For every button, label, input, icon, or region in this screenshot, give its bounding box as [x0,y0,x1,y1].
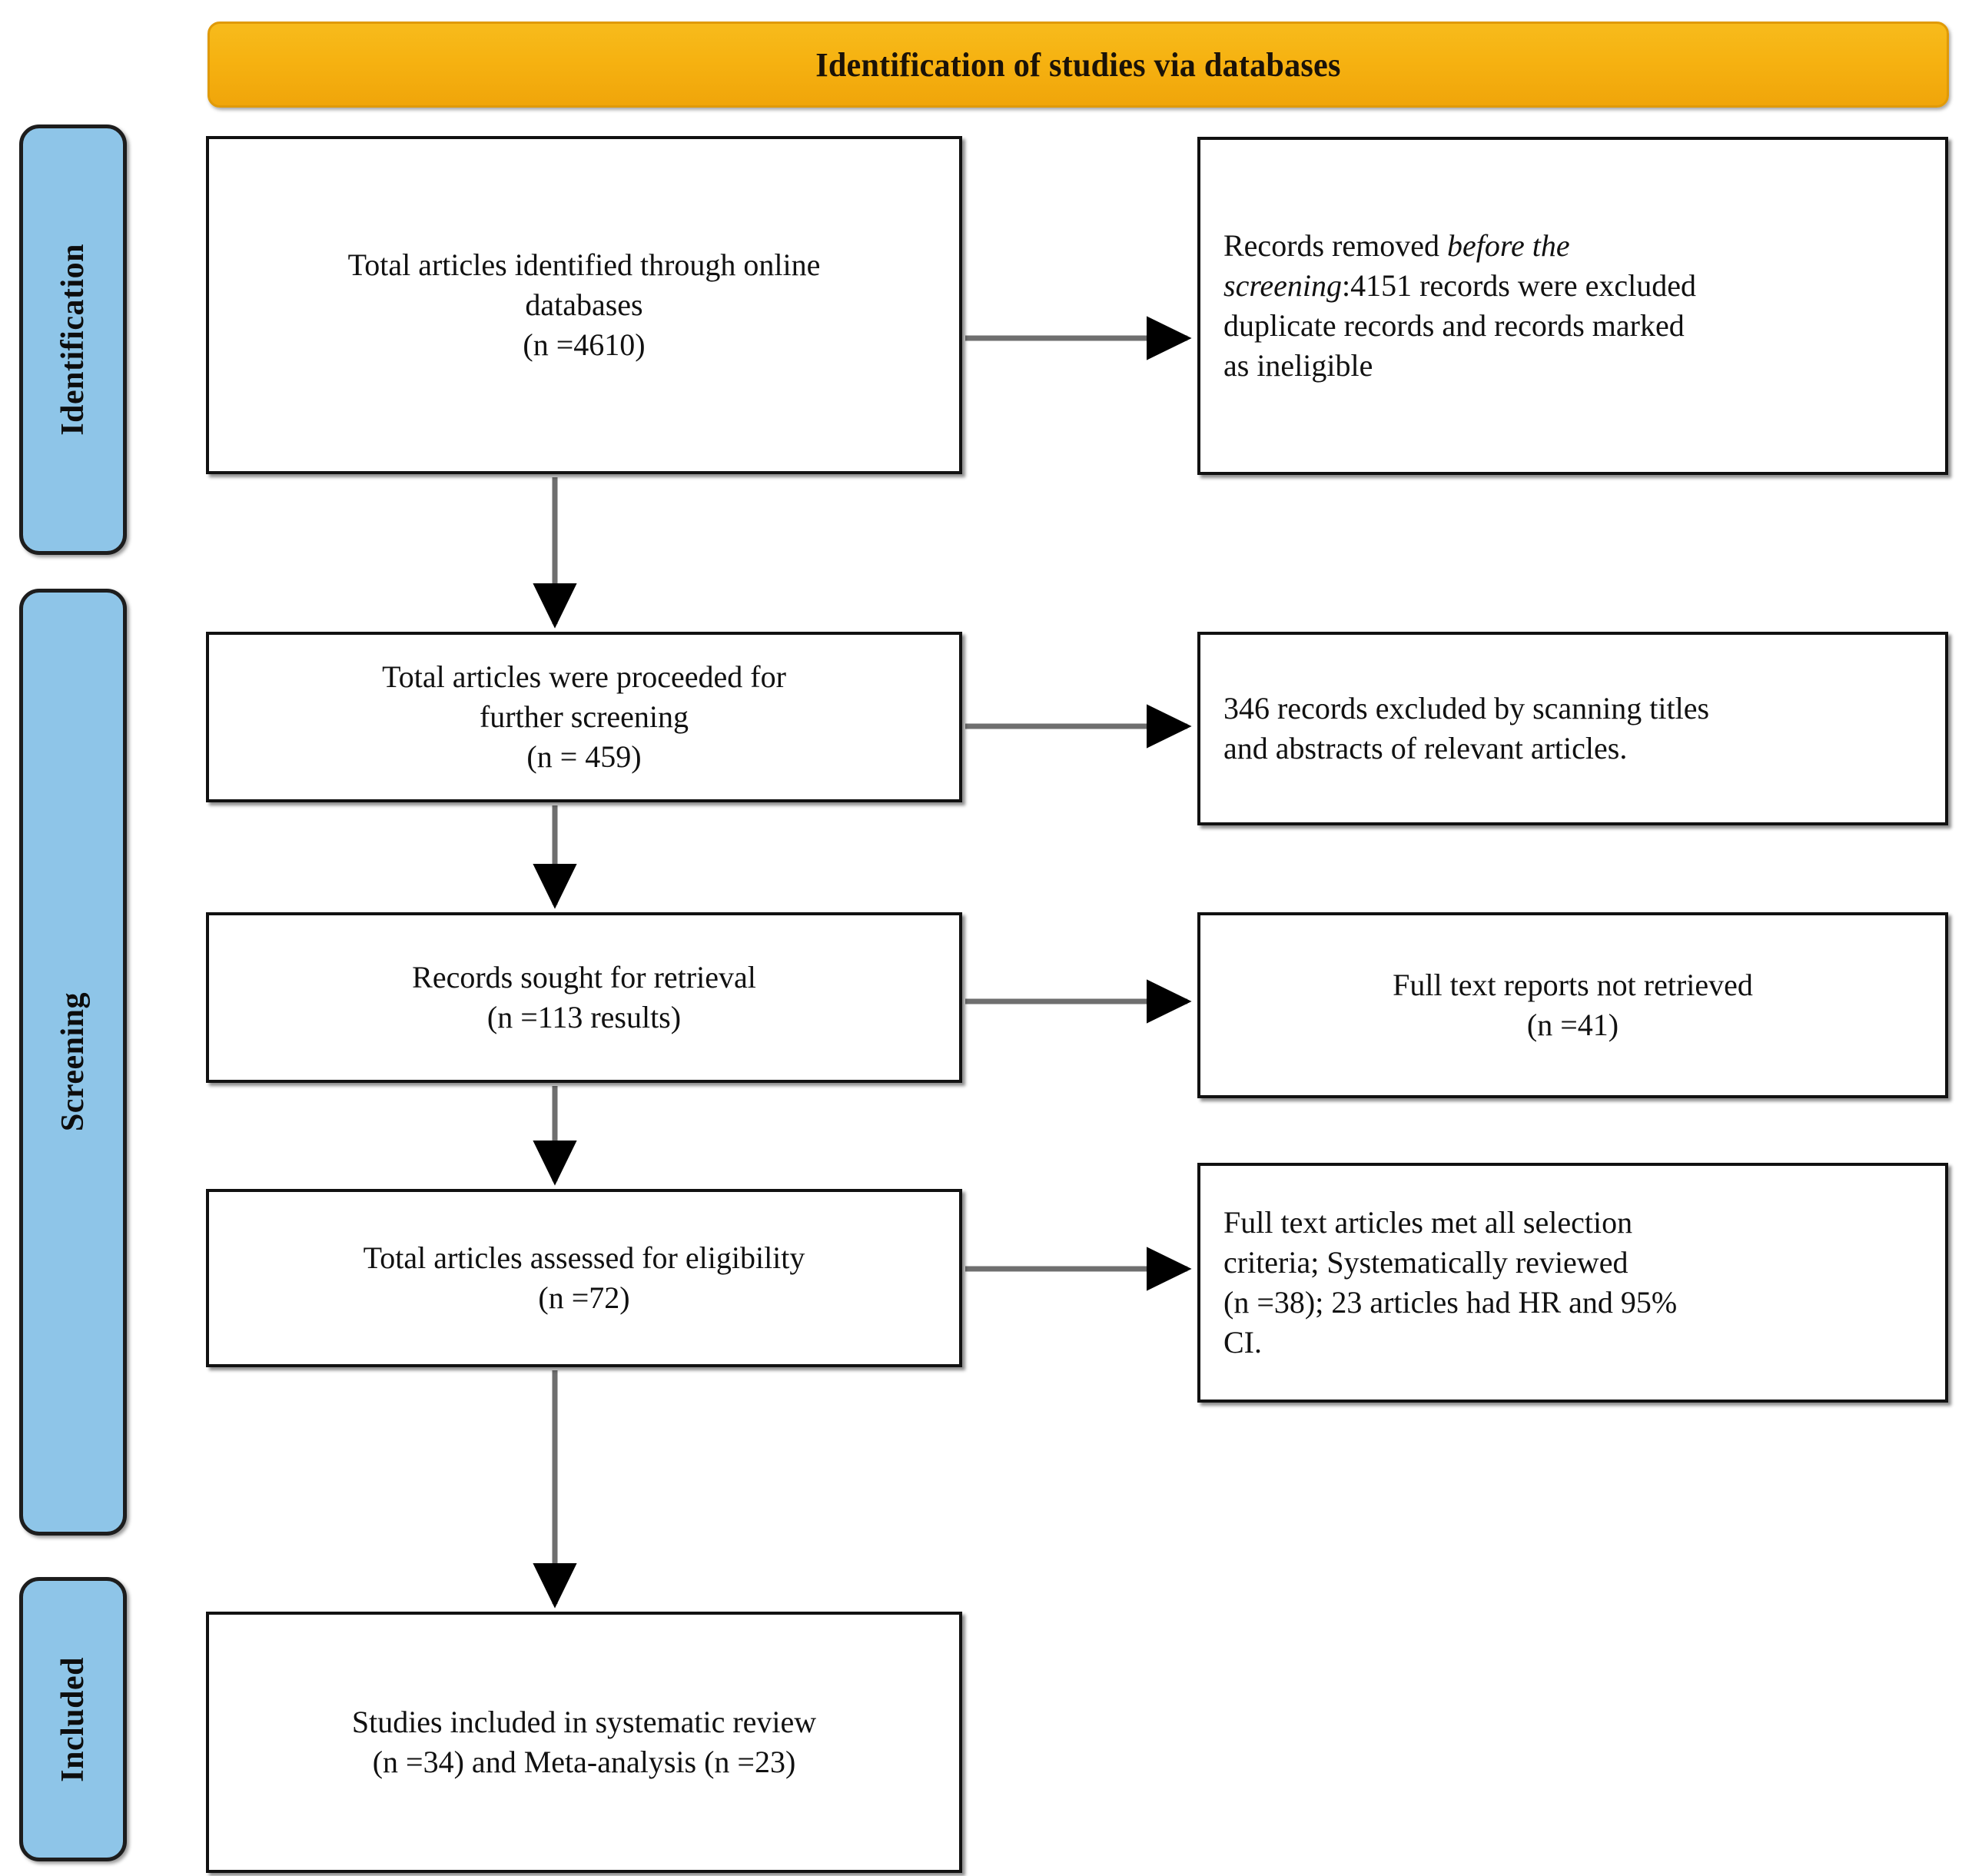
stage-tab-identification: Identification [19,125,127,555]
box-line-text: Records removed [1223,228,1448,263]
box-line: (n =34) and Meta-analysis (n =23) [372,1745,796,1779]
box-line: (n =38); 23 articles had HR and 95% [1223,1285,1678,1320]
box-full-text-not-retrieved: Full text reports not retrieved (n =41) [1197,912,1948,1098]
box-line: criteria; Systematically reviewed [1223,1245,1628,1280]
stage-tab-included-label: Included [55,1656,91,1782]
box-line: and abstracts of relevant articles. [1223,731,1628,765]
box-full-text-met-criteria: Full text articles met all selection cri… [1197,1163,1948,1403]
box-line: (n =72) [538,1280,630,1315]
box-line: screening:4151 records were excluded [1223,266,1922,306]
box-line: Records sought for retrieval [412,960,756,994]
stage-tab-identification-label: Identification [55,244,91,436]
box-records-removed-before-screening: Records removed before the screening:415… [1197,137,1948,475]
diagram-banner: Identification of studies via databases [207,22,1949,108]
stage-tab-screening: Screening [19,589,127,1536]
box-line: CI. [1223,1325,1262,1360]
box-line: Full text articles met all selection [1223,1205,1633,1240]
box-line: (n =113 results) [486,1000,682,1034]
box-records-excluded-by-titles: 346 records excluded by scanning titles … [1197,632,1948,825]
box-line: Total articles assessed for eligibility [363,1240,805,1275]
stage-tab-included: Included [19,1577,127,1861]
box-records-sought-for-retrieval: Records sought for retrieval (n =113 res… [206,912,962,1083]
box-studies-included: Studies included in systematic review (n… [206,1612,962,1873]
box-line: Studies included in systematic review [351,1705,817,1739]
box-line: duplicate records and records marked [1223,308,1685,343]
box-line: as ineligible [1223,348,1373,383]
stage-tab-screening-label: Screening [55,992,91,1132]
box-line-emphasis: screening [1223,268,1343,303]
box-total-articles-identified: Total articles identified through online… [206,136,962,474]
box-line: Full text reports not retrieved [1393,968,1753,1002]
banner-title: Identification of studies via databases [815,45,1341,84]
box-line-text: :4151 records were excluded [1342,268,1696,303]
box-line: (n = 459) [526,739,642,774]
box-articles-further-screening: Total articles were proceeded for furthe… [206,632,962,802]
box-articles-assessed-for-eligibility: Total articles assessed for eligibility … [206,1189,962,1367]
box-line: databases [525,287,643,322]
box-line-emphasis: before the [1447,228,1570,263]
box-line: (n =41) [1526,1008,1619,1042]
box-line: further screening [479,699,689,734]
box-line: Records removed before the [1223,226,1922,266]
box-line: Total articles identified through online [347,247,821,282]
box-line: (n =4610) [523,327,646,362]
box-line: 346 records excluded by scanning titles [1223,691,1710,725]
box-line: Total articles were proceeded for [382,659,786,694]
